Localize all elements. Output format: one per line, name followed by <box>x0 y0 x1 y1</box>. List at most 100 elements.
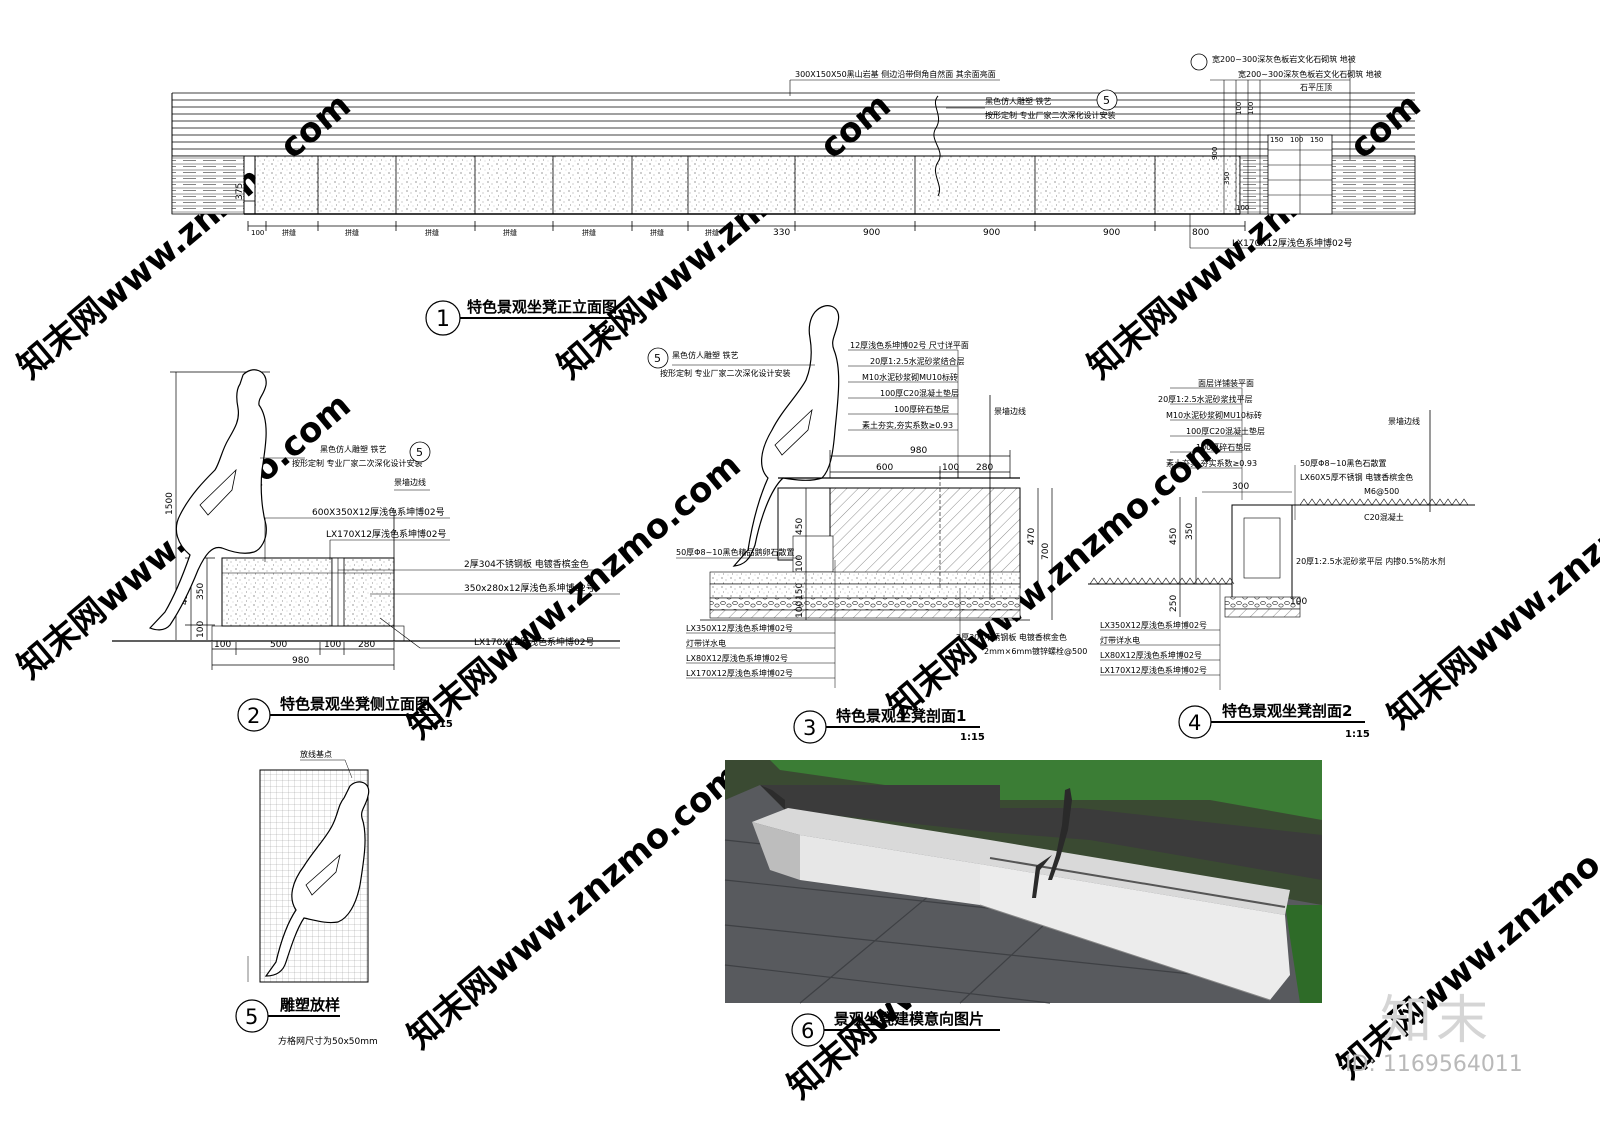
svg-text:100: 100 <box>1290 597 1307 607</box>
title-sculpture-grid: 雕塑放样 <box>280 996 340 1014</box>
svg-text:LX170X12厚浅色系坤博02号: LX170X12厚浅色系坤博02号 <box>326 528 446 540</box>
svg-text:4: 4 <box>1188 711 1201 735</box>
svg-text:M6@500: M6@500 <box>1364 487 1399 496</box>
svg-text:知末网www.znzmo.com: 知末网www.znzmo.com <box>400 445 749 747</box>
svg-text:M10水泥砂浆砌MU10标砖: M10水泥砂浆砌MU10标砖 <box>862 372 958 382</box>
svg-text:黑色仿人雕塑 铁艺: 黑色仿人雕塑 铁艺 <box>320 444 387 454</box>
title-block-2: 2 特色景观坐凳侧立面图 1:15 <box>237 695 453 732</box>
svg-text:700: 700 <box>1041 543 1051 560</box>
elev-dim-6: 拼缝 <box>650 228 664 237</box>
svg-text:知末网www.znzmo.com: 知末网www.znzmo.com <box>400 755 749 1057</box>
svg-text:5: 5 <box>245 1005 258 1029</box>
scale-section-1: 1:15 <box>960 732 985 743</box>
svg-text:350: 350 <box>196 583 206 600</box>
svg-text:LX60X5厚不锈钢 电镀香槟金色: LX60X5厚不锈钢 电镀香槟金色 <box>1300 472 1413 482</box>
elev-note-right-b: 宽200~300深灰色板岩文化石砌筑 地被 <box>1238 69 1382 79</box>
svg-text:1: 1 <box>436 307 450 332</box>
sculpture-grid-note: 方格网尺寸为50x50mm <box>278 1035 378 1047</box>
svg-text:景墙边线: 景墙边线 <box>394 477 426 487</box>
svg-text:100: 100 <box>214 640 231 650</box>
front-elevation-drawing: 900 350 100 100 150 100 150 100 300X150X… <box>171 53 1416 249</box>
svg-text:100: 100 <box>324 640 341 650</box>
svg-text:100: 100 <box>1235 102 1243 115</box>
elev-note-top-beam: 300X150X50黑山岩基 侧边沿带倒角自然面 其余面亮面 <box>795 69 996 79</box>
svg-text:470: 470 <box>1027 528 1037 545</box>
svg-text:知末网www.znzmo.com: 知末网www.znzmo.com <box>10 85 359 387</box>
svg-text:知末网www.znzmo.com: 知末网www.znzmo.com <box>550 85 899 387</box>
svg-text:350: 350 <box>1223 172 1231 185</box>
title-block-6: 6 景观坐凳建模意向图片 <box>791 1010 1000 1047</box>
sculpture-grid-drawing: 放线基点 <box>247 749 370 983</box>
svg-text:980: 980 <box>910 446 927 456</box>
svg-text:100厚碎石垫层: 100厚碎石垫层 <box>1196 442 1251 452</box>
elev-note-right-c: 石平压顶 <box>1300 83 1332 92</box>
svg-text:知末网www.znzmo.com: 知末网www.znzmo.com <box>1080 85 1429 387</box>
svg-text:50厚Φ8~10黑色精品鹅卵石散置: 50厚Φ8~10黑色精品鹅卵石散置 <box>676 547 794 557</box>
scale-section-2: 1:15 <box>1345 729 1370 740</box>
drawing-id: ID: 1169564011 <box>1345 1052 1523 1077</box>
title-section-2: 特色景观坐凳剖面2 <box>1222 702 1352 720</box>
svg-text:100: 100 <box>795 555 805 572</box>
scale-front-elevation: 1:20 <box>590 324 615 335</box>
svg-text:2: 2 <box>247 704 260 728</box>
svg-text:2厚304不锈钢板 电镀香槟金色: 2厚304不锈钢板 电镀香槟金色 <box>956 632 1067 642</box>
svg-text:2厚304不锈钢板 电镀香槟金色: 2厚304不锈钢板 电镀香槟金色 <box>464 558 589 570</box>
svg-text:灯带详水电: 灯带详水电 <box>1100 635 1140 645</box>
svg-text:3: 3 <box>803 716 816 740</box>
svg-text:20厚1:2.5水泥砂浆找平层: 20厚1:2.5水泥砂浆找平层 <box>1158 394 1253 404</box>
svg-text:100: 100 <box>1247 102 1255 115</box>
elev-callout-5: 5 <box>1103 94 1110 107</box>
elev-dim-4: 拼缝 <box>503 228 517 237</box>
svg-text:350: 350 <box>1185 523 1195 540</box>
svg-text:450: 450 <box>795 518 805 535</box>
svg-text:LX350X12厚浅色系坤博02号: LX350X12厚浅色系坤博02号 <box>686 623 793 633</box>
elev-dim-2: 拼缝 <box>345 228 359 237</box>
svg-text:900: 900 <box>1211 147 1219 160</box>
elev-dim-1: 拼缝 <box>282 228 296 237</box>
elev-dim-12: 800 <box>1192 228 1209 238</box>
svg-text:100: 100 <box>942 463 959 473</box>
elev-note-sculpture-b: 按形定制 专业厂家二次深化设计安装 <box>985 110 1116 120</box>
svg-text:100厚碎石垫层: 100厚碎石垫层 <box>894 404 949 414</box>
svg-text:250: 250 <box>1169 595 1179 612</box>
section-2-drawing: 景墙边线 面层详铺装平面 20厚1:2.5水泥砂浆找平层 M10水泥砂浆砌MU1… <box>1088 378 1475 690</box>
svg-text:100厚C20混凝土垫层: 100厚C20混凝土垫层 <box>880 388 959 398</box>
svg-text:20厚1:2.5水泥砂浆结合层: 20厚1:2.5水泥砂浆结合层 <box>870 356 965 366</box>
svg-text:按形定制 专业厂家二次深化设计安装: 按形定制 专业厂家二次深化设计安装 <box>660 368 791 378</box>
elev-dim-9: 900 <box>863 228 880 238</box>
svg-text:6: 6 <box>801 1019 814 1043</box>
elev-dim-11: 900 <box>1103 228 1120 238</box>
svg-text:100厚C20混凝土垫层: 100厚C20混凝土垫层 <box>1186 426 1265 436</box>
title-block-3: 3 特色景观坐凳剖面1 1:15 <box>793 707 985 744</box>
side-elevation-drawing: 1500 450 350 100 黑色仿人雕塑 铁艺 按形定制 专业厂家二次深化… <box>112 369 620 670</box>
svg-text:450: 450 <box>1169 528 1179 545</box>
svg-text:350x280x12厚浅色系坤博02号: 350x280x12厚浅色系坤博02号 <box>464 582 595 594</box>
title-front-elevation: 特色景观坐凳正立面图 <box>467 298 617 316</box>
elev-note-sculpture-a: 黑色仿人雕塑 铁艺 <box>985 96 1052 106</box>
svg-text:500: 500 <box>270 640 287 650</box>
svg-text:375: 375 <box>235 183 245 200</box>
title-section-1: 特色景观坐凳剖面1 <box>836 707 966 725</box>
svg-text:280: 280 <box>358 640 375 650</box>
svg-text:2mm×6mm镀锌螺栓@500: 2mm×6mm镀锌螺栓@500 <box>984 646 1087 656</box>
svg-text:1500: 1500 <box>165 492 175 515</box>
svg-text:面层详铺装平面: 面层详铺装平面 <box>1198 378 1254 388</box>
svg-text:C20混凝土: C20混凝土 <box>1364 512 1404 522</box>
elev-dim-7: 拼缝 <box>705 228 719 237</box>
elev-dim-8: 330 <box>773 228 790 238</box>
svg-text:300: 300 <box>1232 482 1249 492</box>
svg-text:放线基点: 放线基点 <box>300 749 332 759</box>
svg-text:150: 150 <box>1270 136 1283 144</box>
svg-text:280: 280 <box>976 463 993 473</box>
title-block-4: 4 特色景观坐凳剖面2 1:15 <box>1178 702 1370 740</box>
svg-text:LX350X12厚浅色系坤博02号: LX350X12厚浅色系坤博02号 <box>1100 620 1207 630</box>
svg-text:LX170X12厚浅色系坤博02号: LX170X12厚浅色系坤博02号 <box>1100 665 1207 675</box>
svg-text:LX80X12厚浅色系坤博02号: LX80X12厚浅色系坤博02号 <box>1100 650 1202 660</box>
svg-text:灯带详水电: 灯带详水电 <box>686 638 726 648</box>
elev-dim-10: 900 <box>983 228 1000 238</box>
svg-text:600X350X12厚浅色系坤博02号: 600X350X12厚浅色系坤博02号 <box>312 506 445 518</box>
svg-text:100: 100 <box>1290 136 1303 144</box>
svg-text:980: 980 <box>292 656 309 666</box>
svg-text:景墙边线: 景墙边线 <box>1388 416 1420 426</box>
